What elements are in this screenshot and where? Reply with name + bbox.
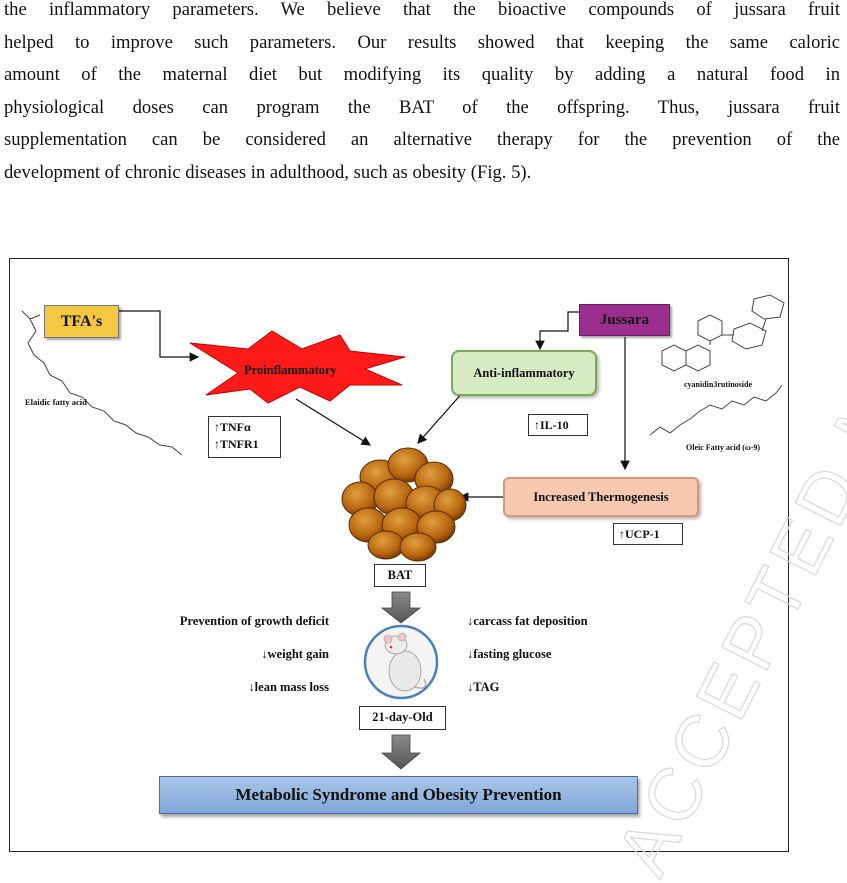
bat-label-box: BAT [374, 564, 426, 587]
elaidic-acid-structure-icon [21, 310, 183, 456]
proinflammatory-label: Proinflammatory [244, 363, 337, 377]
cyanidin-label: cyanidin3rutinoside [684, 380, 753, 389]
figure-5: TFA's Elaidic fatty acid Proinflammatory… [9, 258, 789, 852]
age-label-box: 21-day-Old [359, 706, 446, 730]
effect-fasting-glucose: ↓fasting glucose [467, 647, 552, 661]
age-down-arrow [380, 734, 422, 770]
bat-down-arrow [380, 591, 422, 624]
oleic-acid-structure-icon [649, 384, 783, 436]
paragraph-line: physiological doses can program the BAT … [4, 96, 840, 118]
tnf-marker-box: ↑TNFα ↑TNFR1 [208, 416, 281, 458]
body-paragraph: the inflammatory parameters. We believe … [4, 0, 840, 190]
oleic-acid-label: Oleic Fatty acid (ω-9) [686, 443, 761, 452]
effect-tag: ↓TAG [467, 680, 500, 694]
final-outcome-box: Metabolic Syndrome and Obesity Preventio… [159, 776, 638, 814]
effect-growth-deficit: Prevention of growth deficit [179, 614, 329, 628]
effect-lean-mass-loss: ↓lean mass loss [248, 680, 329, 694]
rat-icon [363, 624, 439, 700]
proinflammatory-to-bat-arrow [295, 398, 372, 446]
effect-carcass-fat: ↓carcass fat deposition [467, 614, 588, 628]
paragraph-line: supplementation can be considered an alt… [4, 129, 840, 151]
jussara-box: Jussara [579, 304, 670, 336]
figure-graphics [21, 294, 785, 770]
paragraph-line: helped to improve such parameters. Our r… [4, 31, 840, 53]
il10-marker-box: ↑IL-10 [528, 414, 588, 436]
cyanidin-structure-icon [661, 294, 785, 372]
paragraph-line: amount of the maternal diet but modifyin… [4, 64, 840, 86]
tnf-alpha-label: ↑TNFα [214, 420, 251, 434]
anti-inflammatory-box: Anti-inflammatory [451, 350, 597, 396]
anti-to-bat-arrow [417, 390, 465, 444]
jussara-anti-arrow [535, 311, 580, 351]
elaidic-acid-label: Elaidic fatty acid [25, 397, 87, 407]
tfa-arrow [114, 310, 200, 362]
bat-adipocyte-cluster [341, 447, 467, 562]
paragraph-line: the inflammatory parameters. We believe … [4, 0, 840, 20]
tfa-box: TFA's [44, 305, 119, 338]
effect-weight-gain: ↓weight gain [261, 647, 329, 661]
tnfr1-label: ↑TNFR1 [214, 437, 259, 451]
paragraph-line: development of chronic diseases in adult… [4, 161, 532, 183]
thermogenesis-box: Increased Thermogenesis [503, 477, 699, 517]
proinflammatory-burst [189, 330, 406, 404]
ucp1-marker-box: ↑UCP-1 [613, 523, 683, 545]
